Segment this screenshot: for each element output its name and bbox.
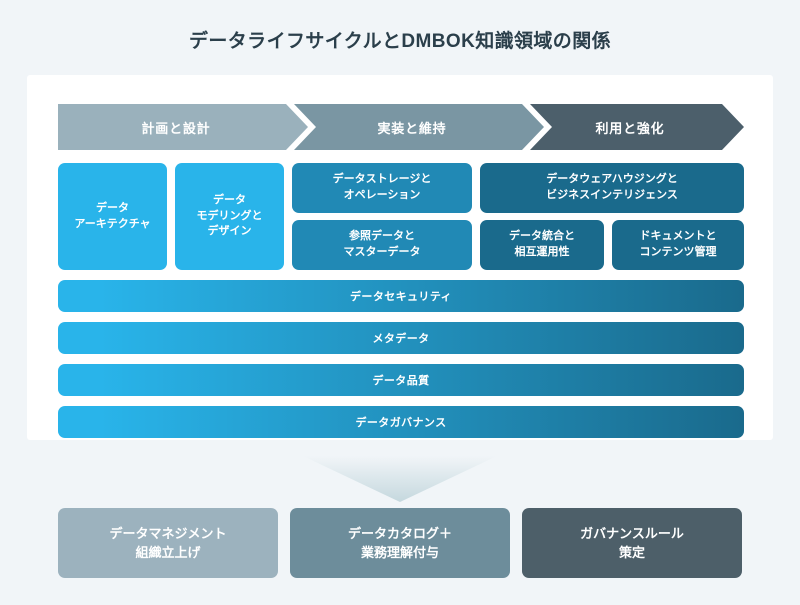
knowledge-area-data-storage-operations[interactable]: データストレージと オペレーション — [292, 163, 472, 213]
knowledge-area-data-warehousing-bi[interactable]: データウェアハウジングと ビジネスインテリジェンス — [480, 163, 744, 213]
lifecycle-stage-use-enhance[interactable]: 利用と強化 — [530, 104, 744, 150]
page-title: データライフサイクルとDMBOK知識領域の関係 — [188, 31, 612, 52]
knowledge-area-grid: データ アーキテクチャ データ モデリングと デザイン データストレージと オペ… — [58, 163, 744, 270]
lifecycle-stage-label: 実装と維持 — [377, 120, 447, 136]
down-arrow-icon — [303, 456, 497, 502]
knowledge-area-data-integration-interoperability[interactable]: データ統合と 相互運用性 — [480, 220, 604, 270]
lifecycle-stage-label: 利用と強化 — [595, 120, 665, 136]
cross-cutting-bar-data-governance[interactable]: データガバナンス — [58, 406, 744, 438]
lifecycle-stage-plan-design[interactable]: 計画と設計 — [58, 104, 308, 150]
cross-cutting-bar-data-security[interactable]: データセキュリティ — [58, 280, 744, 312]
outcome-data-management-org-setup[interactable]: データマネジメント 組織立上げ — [58, 508, 278, 578]
outcome-governance-rule-definition[interactable]: ガバナンスルール 策定 — [522, 508, 742, 578]
lifecycle-stage-label: 計画と設計 — [141, 120, 211, 136]
knowledge-area-document-content-management[interactable]: ドキュメントと コンテンツ管理 — [612, 220, 744, 270]
lifecycle-stage-implement-maintain[interactable]: 実装と維持 — [294, 104, 544, 150]
diagram-card: 計画と設計 実装と維持 利用と強化 データ アーキテクチャ データ モデリングと… — [27, 75, 773, 440]
knowledge-area-data-architecture[interactable]: データ アーキテクチャ — [58, 163, 167, 270]
outcome-data-catalog-business-understanding[interactable]: データカタログ＋ 業務理解付与 — [290, 508, 510, 578]
lifecycle-stage-row: 計画と設計 実装と維持 利用と強化 — [58, 104, 744, 150]
knowledge-area-reference-master-data[interactable]: 参照データと マスターデータ — [292, 220, 472, 270]
outcome-row: データマネジメント 組織立上げ データカタログ＋ 業務理解付与 ガバナンスルール… — [58, 508, 742, 578]
knowledge-area-data-modeling-design[interactable]: データ モデリングと デザイン — [175, 163, 284, 270]
cross-cutting-bar-data-quality[interactable]: データ品質 — [58, 364, 744, 396]
cross-cutting-bar-stack: データセキュリティ メタデータ データ品質 データガバナンス — [58, 280, 744, 448]
cross-cutting-bar-metadata[interactable]: メタデータ — [58, 322, 744, 354]
